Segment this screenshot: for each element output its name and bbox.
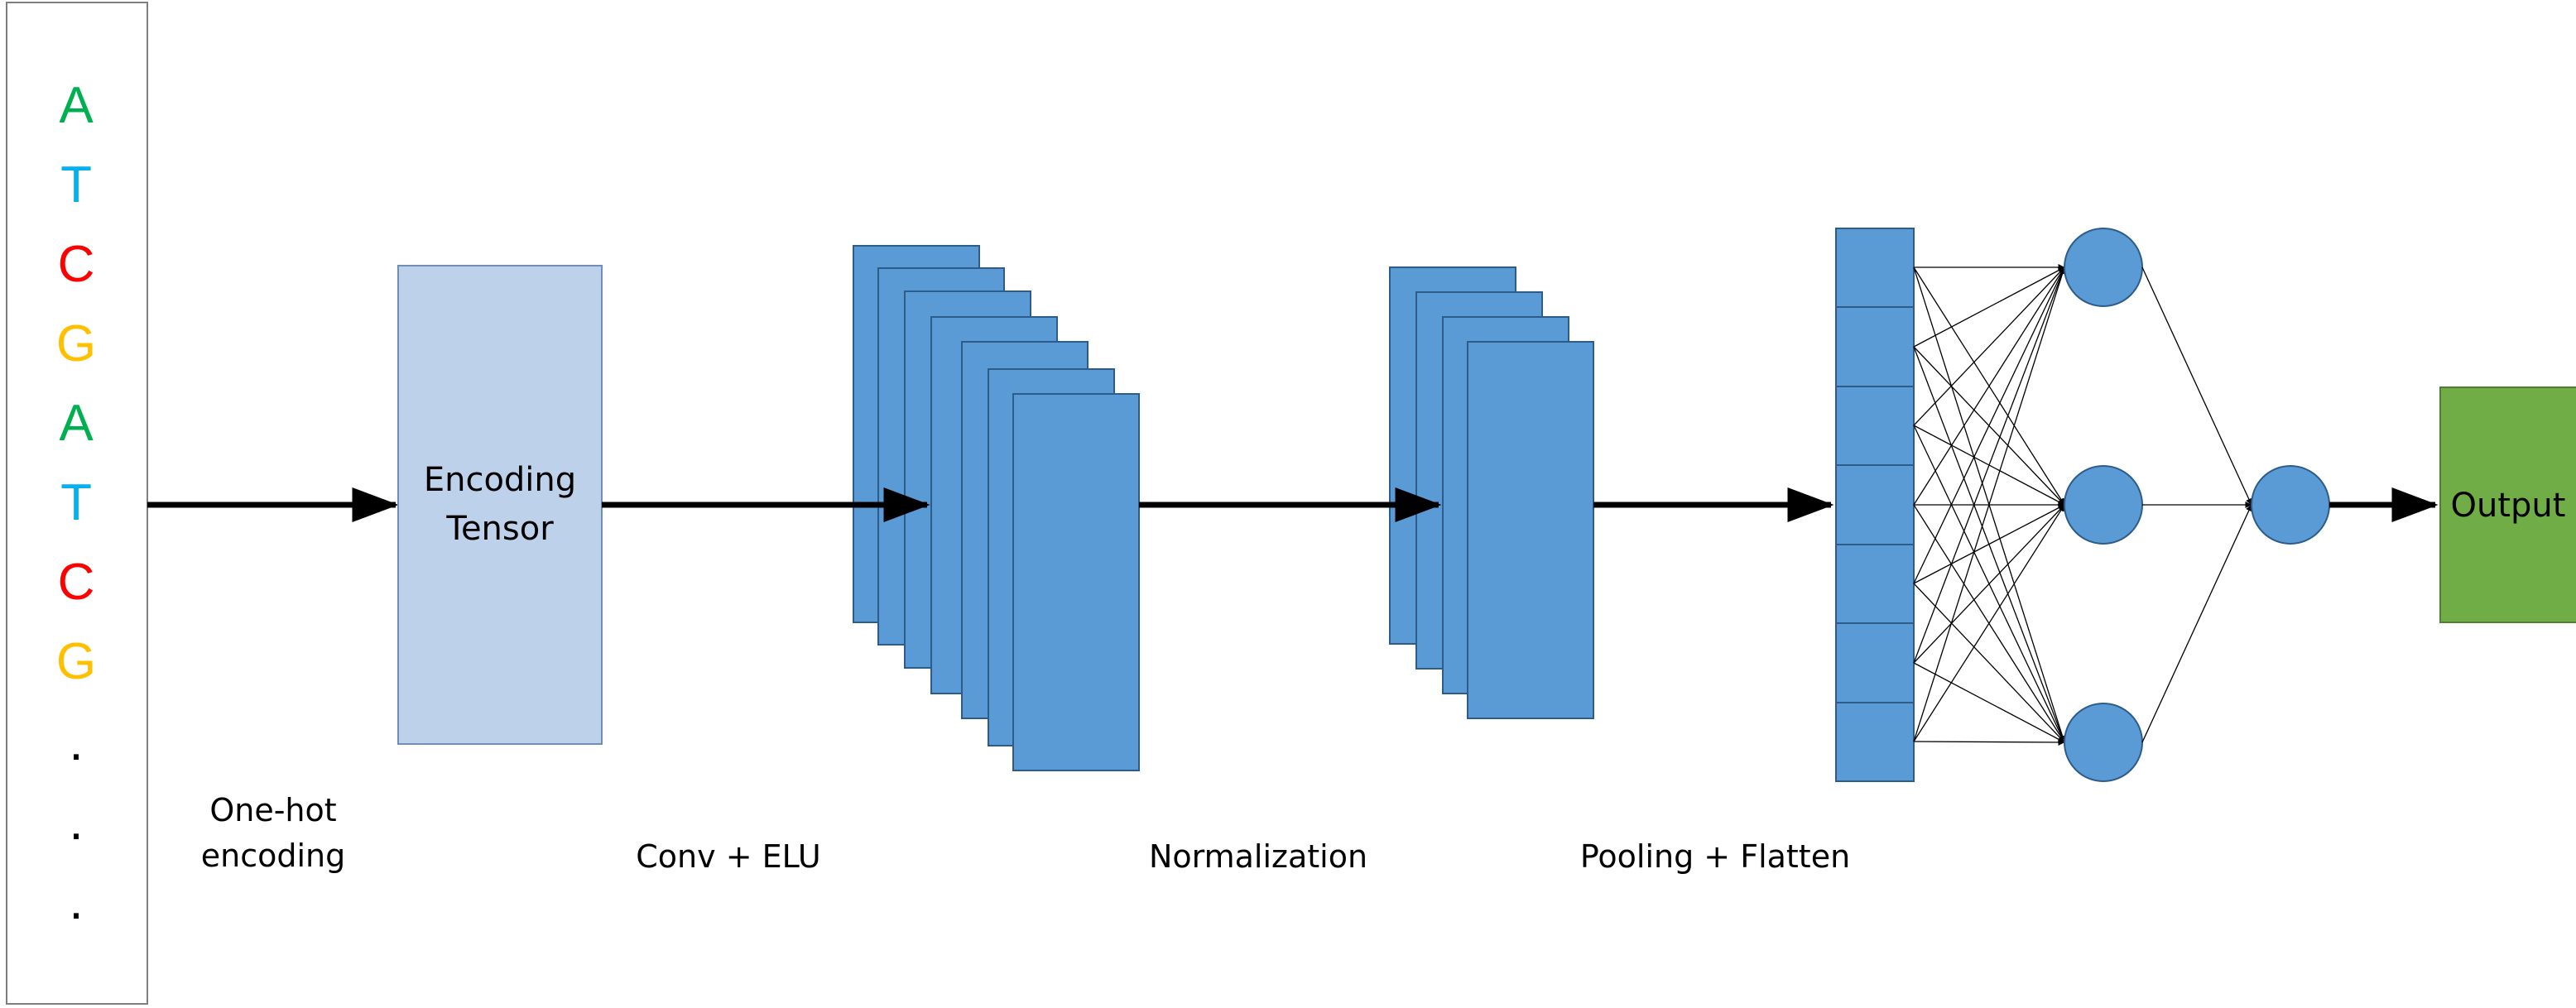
sequence-letters: A T C G A T C G . . .	[56, 77, 96, 930]
seq-letter-7: C	[58, 554, 95, 611]
dense-connections-1	[1913, 264, 2066, 746]
hidden-layer	[2064, 228, 2143, 782]
seq-letter-3: C	[58, 236, 95, 293]
edge-flatten4-hidden1	[1913, 266, 2065, 506]
caption-one-hot-line1: One-hot	[209, 792, 336, 828]
flatten-cell-5	[1835, 544, 1915, 624]
conv-layer-stack	[853, 245, 1140, 771]
caption-conv-elu: Conv + ELU	[636, 838, 820, 875]
ellipsis-dot-2: .	[69, 794, 83, 851]
flatten-cell-3	[1835, 386, 1915, 466]
flatten-cell-7	[1835, 702, 1915, 782]
caption-pooling-flatten: Pooling + Flatten	[1580, 838, 1850, 875]
seq-letter-6: T	[60, 474, 92, 531]
encoding-tensor-label-line2: Tensor	[445, 510, 554, 548]
edge-flatten5-hidden3	[1913, 583, 2065, 743]
edge-flatten7-hidden1	[1913, 266, 2066, 742]
hidden-neuron-3	[2064, 703, 2143, 782]
caption-one-hot-line2: encoding	[201, 838, 346, 874]
flatten-cell-6	[1835, 622, 1915, 703]
ellipsis-dot-3: .	[69, 873, 83, 930]
ellipsis-dot-1: .	[69, 714, 83, 771]
seq-letter-4: G	[56, 315, 96, 372]
edge-hidden3-final	[2141, 504, 2252, 743]
output-box	[2439, 386, 2576, 623]
final-neuron	[2251, 465, 2330, 545]
edge-flatten5-hidden2	[1913, 504, 2065, 584]
edge-flatten3-hidden1	[1913, 266, 2065, 426]
edge-flatten7-hidden2	[1913, 504, 2065, 742]
edge-hidden1-final	[2141, 266, 2252, 506]
edge-flatten6-hidden3	[1913, 662, 2065, 743]
edge-flatten6-hidden2	[1913, 504, 2065, 664]
encoding-tensor-label-line1: Encoding	[424, 461, 576, 499]
norm-feature-map-4	[1467, 341, 1594, 719]
seq-letter-8: G	[56, 633, 96, 690]
edge-flatten6-hidden1	[1913, 266, 2066, 664]
sequence-panel	[6, 2, 148, 1005]
flatten-cell-4	[1835, 464, 1915, 545]
caption-normalization: Normalization	[1149, 838, 1367, 875]
encoding-tensor-box	[397, 265, 603, 745]
dense-connections-2	[2141, 266, 2252, 743]
hidden-neuron-2	[2064, 465, 2143, 545]
flatten-cell-1	[1835, 228, 1915, 308]
seq-letter-2: T	[60, 156, 92, 214]
seq-letter-1: A	[59, 77, 94, 134]
hidden-neuron-1	[2064, 228, 2143, 307]
output-label: Output	[2451, 487, 2566, 525]
flatten-vector	[1835, 228, 1915, 782]
edge-flatten2-hidden1	[1913, 266, 2065, 348]
norm-layer-stack	[1389, 266, 1594, 719]
flatten-cell-2	[1835, 306, 1915, 387]
conv-feature-map-7	[1012, 393, 1140, 771]
edge-flatten5-hidden1	[1913, 266, 2065, 584]
seq-letter-5: A	[59, 395, 94, 452]
